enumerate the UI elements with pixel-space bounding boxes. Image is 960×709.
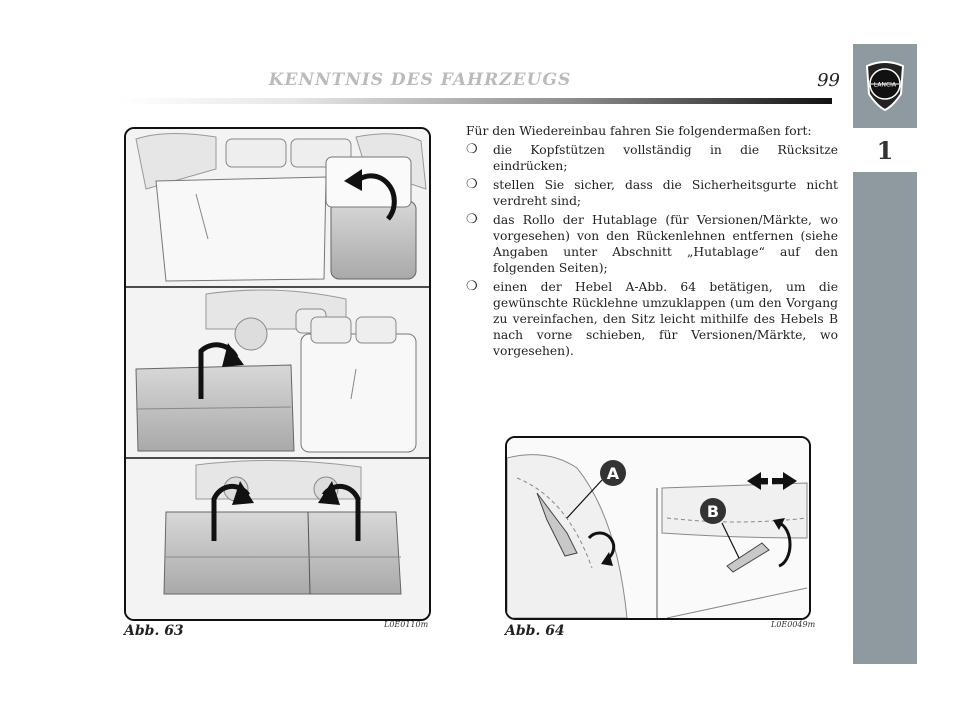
- label-b: B: [707, 502, 719, 521]
- panel-seatbacks-upright: [126, 459, 429, 619]
- label-b-badge: [700, 498, 726, 524]
- intro-paragraph: Für den Wiedereinbau fahren Sie folgende…: [466, 124, 812, 138]
- chapter-box: [853, 128, 917, 172]
- list-item: ❍einen der Hebel A-Abb. 64 betätigen, um…: [466, 279, 838, 358]
- page-number: 99: [817, 70, 840, 91]
- list-item: ❍stellen Sie sicher, dass die Sicherheit…: [466, 177, 838, 208]
- instruction-list: ❍die Kopfstützen vollständig in die Rück…: [466, 142, 838, 359]
- list-item: ❍das Rollo der Hutablage (für Versionen/…: [466, 212, 838, 275]
- panel-seatbacks-folded: [126, 129, 429, 287]
- double-arrow-icon: [747, 472, 797, 490]
- instruction-text: Für den Wiedereinbau fahren Sie folgende…: [466, 123, 838, 362]
- header-rule: [118, 98, 832, 104]
- figure-64-caption: Abb. 64: [505, 623, 565, 639]
- figure-64-code: L0E0049m: [771, 620, 816, 629]
- bullet-icon: ❍: [466, 177, 478, 192]
- lever-illustration: A B: [507, 438, 809, 618]
- logo-box: LANCIA: [853, 44, 917, 128]
- seat-folding-illustration: [126, 129, 429, 619]
- page-header-title: KENNTNIS DES FAHRZEUGS: [268, 70, 572, 90]
- figure-64-levers: A B: [505, 436, 811, 620]
- figure-63-caption: Abb. 63: [124, 623, 184, 639]
- list-item: ❍die Kopfstützen vollständig in die Rück…: [466, 142, 838, 173]
- figure-63-code: L0E0110m: [384, 620, 429, 629]
- label-a: A: [607, 464, 620, 483]
- figure-63-seat-folding: [124, 127, 431, 621]
- label-a-badge: [600, 460, 626, 486]
- logo-text: LANCIA: [874, 82, 897, 89]
- bullet-icon: ❍: [466, 212, 478, 227]
- chapter-number: 1: [876, 136, 894, 165]
- lancia-logo-icon: LANCIA: [853, 44, 917, 128]
- bullet-icon: ❍: [466, 279, 478, 294]
- panel-seatback-raising: [126, 288, 429, 458]
- bullet-icon: ❍: [466, 142, 478, 157]
